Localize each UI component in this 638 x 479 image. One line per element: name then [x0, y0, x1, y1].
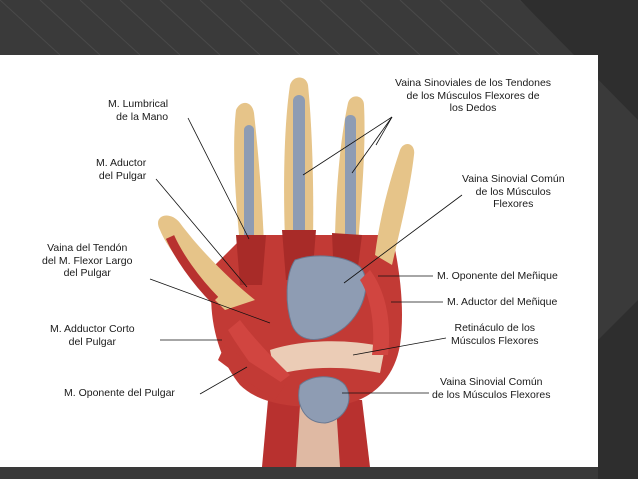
little-finger — [375, 143, 415, 265]
label-oponente-pulgar: M. Oponente del Pulgar — [64, 387, 175, 399]
label-oponente-menique: M. Oponente del Meñique — [437, 270, 558, 282]
lower-synovial-sheath — [298, 376, 350, 424]
flexor-retinaculum — [270, 341, 385, 375]
label-adductor-menique: M. Aductor del Meñique — [447, 296, 558, 308]
hand-anatomy-illustration — [158, 77, 415, 467]
leader-lines — [149, 116, 463, 395]
thumb — [158, 215, 255, 310]
common-synovial-sheath — [286, 255, 367, 340]
